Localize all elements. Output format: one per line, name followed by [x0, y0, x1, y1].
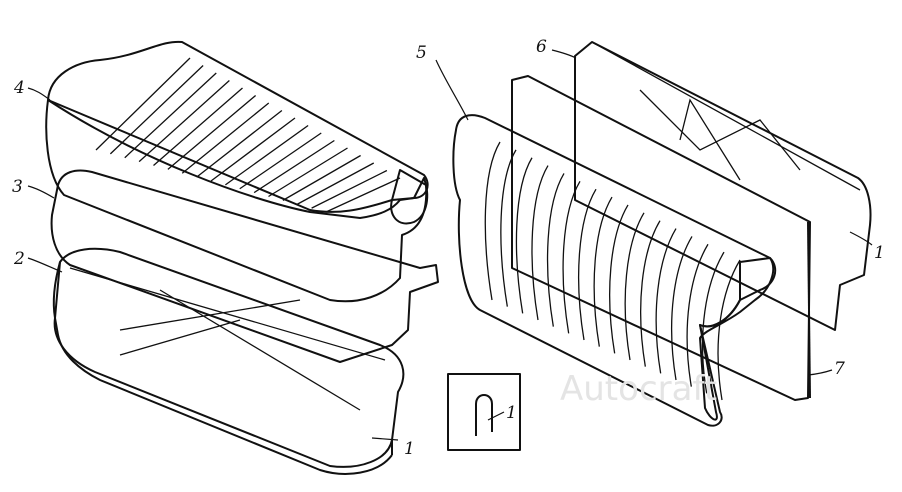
- back-rib-line: [609, 204, 629, 354]
- seat-rib-line: [268, 147, 348, 198]
- seat-rib-line: [95, 57, 191, 151]
- seat-rib-line: [153, 87, 243, 166]
- back-rib-line: [701, 251, 725, 394]
- leader-lines: [27, 49, 873, 441]
- back-rib-line: [500, 149, 517, 307]
- seat-rib-line: [282, 154, 361, 201]
- label-1-seat: 1: [404, 439, 415, 459]
- back-rib-line: [531, 165, 549, 321]
- label-4: 4: [13, 78, 25, 98]
- seat-rib-line: [210, 117, 296, 182]
- back-board: [511, 75, 811, 401]
- seat-spring-frame: [52, 247, 405, 475]
- clip-hook-icon: [475, 394, 493, 436]
- back-rib-line: [562, 180, 581, 334]
- back-rib-line: [640, 220, 661, 367]
- label-1-back: 1: [874, 243, 885, 263]
- back-rib-line: [593, 196, 613, 347]
- back-rib-line: [484, 141, 501, 301]
- seat-rib-line: [311, 169, 388, 209]
- back-rib-line: [717, 259, 741, 401]
- seat-rib-line: [181, 102, 270, 174]
- clip-inset: [447, 373, 521, 451]
- back-rib-line: [686, 243, 709, 387]
- seat-rib-line: [138, 80, 230, 163]
- watermark-text: Autoсraft: [560, 369, 717, 409]
- seat-rib-line: [167, 95, 257, 170]
- label-6: 6: [536, 37, 547, 57]
- seat-rib-line: [325, 177, 401, 213]
- back-rib-line: [546, 173, 565, 327]
- seat-rib-line: [296, 162, 375, 205]
- back-rib-line: [624, 212, 645, 361]
- back-rib-line: [655, 228, 677, 374]
- back-cover: [452, 114, 777, 427]
- seat-rib-line: [109, 65, 204, 155]
- seat-foam-layer: [50, 169, 439, 363]
- label-5: 5: [416, 43, 427, 63]
- back-cover-ribs: [484, 141, 741, 401]
- seat-cover: [45, 40, 429, 303]
- seat-rib-line: [224, 124, 309, 186]
- back-rib-line: [670, 236, 693, 381]
- seat-rib-line: [196, 109, 283, 178]
- label-1-inset: 1: [506, 403, 517, 423]
- label-7: 7: [834, 359, 845, 379]
- seat-cover-ribs: [95, 57, 401, 213]
- label-2: 2: [13, 249, 25, 269]
- back-spring-frame: [574, 41, 872, 331]
- seat-rib-line: [124, 72, 217, 159]
- seat-rib-line: [253, 139, 335, 194]
- back-rib-line: [578, 188, 597, 341]
- back-rib-line: [515, 157, 533, 314]
- label-3: 3: [12, 177, 23, 197]
- seat-rib-line: [239, 132, 322, 190]
